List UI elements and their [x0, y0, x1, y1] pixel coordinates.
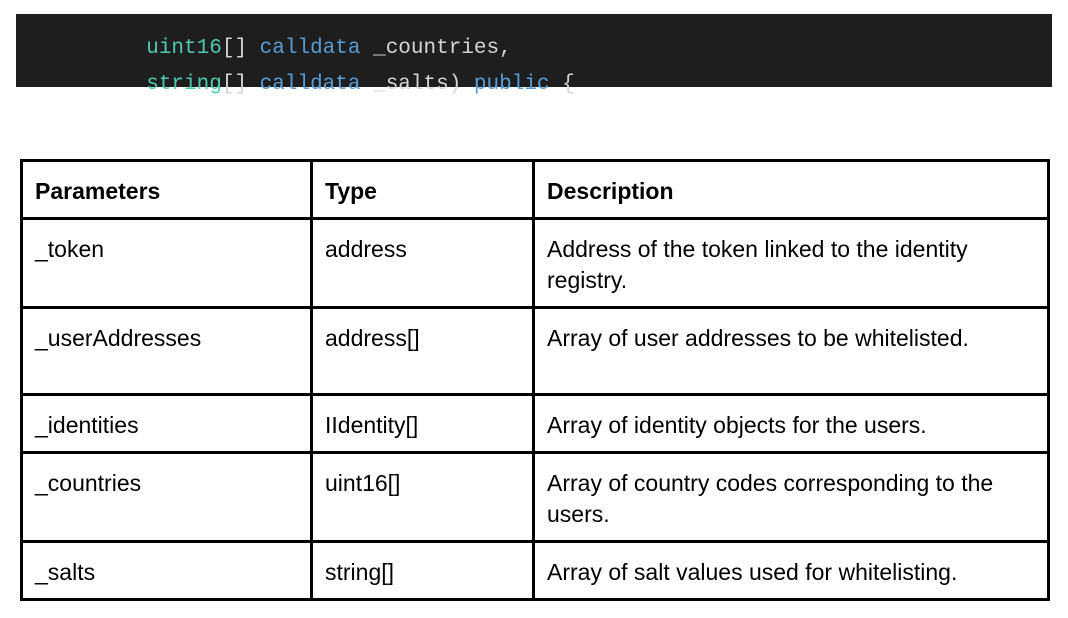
table-row: _userAddresses address[] Array of user a…: [20, 306, 1050, 396]
cell-type: IIdentity[]: [310, 393, 535, 454]
cell-type: address: [310, 217, 535, 309]
table-row: _countries uint16[] Array of country cod…: [20, 451, 1050, 543]
cell-parameter: _countries: [20, 451, 313, 543]
cell-description: Array of country codes corresponding to …: [532, 451, 1050, 543]
code-token: calldata: [259, 73, 361, 96]
table-header-row: Parameters Type Description: [20, 159, 1050, 220]
table-row: _salts string[] Array of salt values use…: [20, 540, 1050, 601]
header-type: Type: [310, 159, 535, 220]
code-block: uint16[] calldata _countries, string[] c…: [16, 14, 1052, 96]
code-token: _salts): [360, 73, 474, 96]
table-row: _token address Address of the token link…: [20, 217, 1050, 309]
code-token: uint16: [146, 37, 222, 60]
code-token: calldata: [259, 37, 361, 60]
code-token: string: [146, 73, 222, 96]
cell-parameter: _token: [20, 217, 313, 309]
table-row: _identities IIdentity[] Array of identit…: [20, 393, 1050, 454]
cell-type: address[]: [310, 306, 535, 396]
code-token: []: [221, 73, 260, 96]
code-token: []: [221, 37, 260, 60]
cell-parameter: _userAddresses: [20, 306, 313, 396]
cell-description: Array of identity objects for the users.: [532, 393, 1050, 454]
code-token: public: [473, 73, 550, 96]
code-token: {: [549, 73, 575, 96]
cell-description: Address of the token linked to the ident…: [532, 217, 1050, 309]
cell-description: Array of user addresses to be whiteliste…: [532, 306, 1050, 396]
cell-description: Array of salt values used for whitelisti…: [532, 540, 1050, 601]
cell-parameter: _salts: [20, 540, 313, 601]
cell-type: string[]: [310, 540, 535, 601]
code-line-1: uint16[] calldata _countries,: [121, 14, 512, 83]
parameters-table: Parameters Type Description _token addre…: [20, 159, 1050, 601]
header-parameters: Parameters: [20, 159, 313, 220]
code-token: _countries,: [360, 37, 512, 60]
cell-type: uint16[]: [310, 451, 535, 543]
header-description: Description: [532, 159, 1050, 220]
code-line-2: string[] calldata _salts) public {: [121, 50, 575, 119]
cell-parameter: _identities: [20, 393, 313, 454]
